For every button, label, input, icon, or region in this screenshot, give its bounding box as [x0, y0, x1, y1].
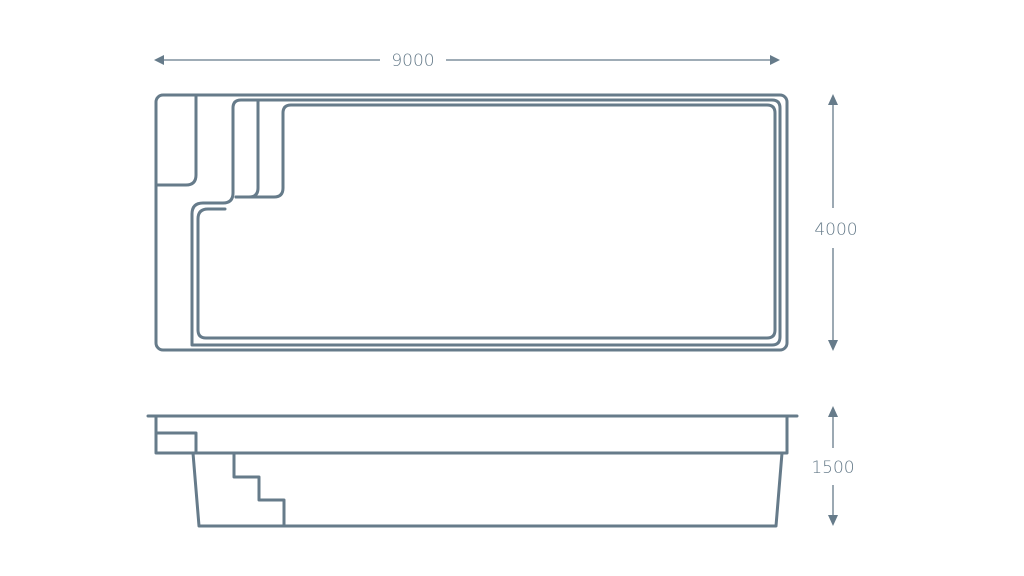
arrow-up-icon — [828, 406, 838, 417]
length-dimension: 9000 — [154, 51, 780, 71]
pool-shell-contour — [190, 98, 782, 347]
arrow-left-icon — [154, 55, 164, 65]
depth-dimension: 1500 — [811, 406, 855, 526]
depth-label: 1500 — [811, 458, 854, 478]
steps-profile — [232, 451, 286, 528]
pool-floor-contour — [196, 103, 777, 340]
entry-bench — [154, 93, 198, 187]
arrow-right-icon — [770, 55, 780, 65]
arrow-down-icon — [828, 515, 838, 526]
plan-view — [154, 93, 789, 352]
width-label: 4000 — [814, 220, 857, 240]
side-view — [146, 414, 799, 528]
pool-body-profile — [191, 451, 784, 528]
step-line-2 — [234, 99, 260, 199]
length-label: 9000 — [391, 51, 434, 71]
pool-floor-contour-left — [196, 207, 227, 332]
pool-outer-edge — [154, 93, 789, 352]
width-dimension: 4000 — [814, 94, 858, 351]
arrow-down-icon — [828, 340, 838, 351]
entry-bench-profile — [154, 431, 198, 455]
pool-rim — [154, 414, 789, 455]
arrow-up-icon — [828, 94, 838, 105]
